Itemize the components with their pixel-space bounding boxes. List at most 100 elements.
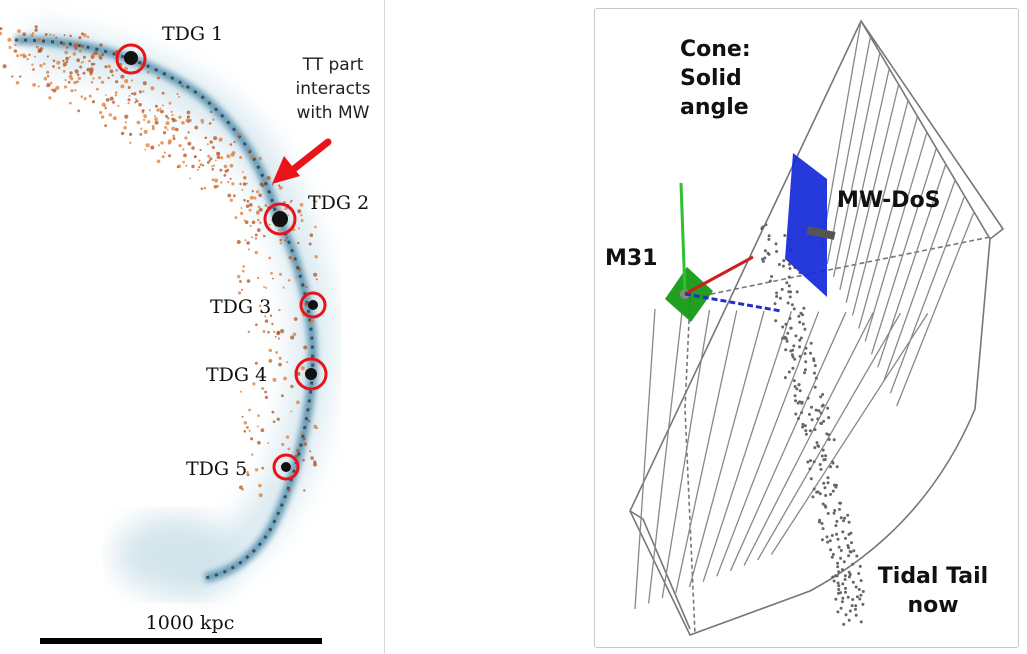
particle: [176, 166, 179, 169]
dot: [834, 485, 838, 489]
dot: [820, 522, 824, 525]
hatch-line: [634, 308, 656, 610]
particle: [161, 110, 164, 113]
dot: [822, 419, 826, 423]
dot: [859, 579, 863, 583]
particle: [69, 71, 73, 75]
particle: [37, 85, 40, 88]
particle: [257, 205, 260, 208]
dot: [823, 486, 827, 490]
particle: [265, 286, 268, 289]
particle: [262, 330, 266, 333]
tdg5-label: TDG 5: [186, 458, 247, 480]
particle: [251, 220, 256, 225]
particle: [99, 43, 103, 47]
dot: [829, 492, 832, 496]
dot: [831, 553, 835, 556]
particle: [220, 181, 223, 184]
dot: [803, 424, 807, 428]
annotation-line-2: interacts: [296, 79, 371, 99]
particle: [70, 89, 74, 93]
particle: [297, 267, 301, 271]
mw-dos-label: MW-DoS: [837, 188, 941, 213]
particle: [250, 155, 254, 160]
particle: [163, 151, 166, 154]
particle: [246, 471, 249, 474]
particle: [241, 188, 244, 191]
particle: [290, 335, 295, 340]
dot: [824, 505, 828, 509]
dot: [848, 550, 852, 553]
dot: [813, 385, 817, 389]
particle: [267, 442, 270, 445]
particle: [267, 330, 270, 334]
dot: [840, 600, 844, 604]
particle: [62, 42, 66, 46]
particle: [0, 31, 3, 36]
particle: [7, 37, 12, 42]
particle: [229, 198, 233, 202]
particle: [227, 193, 232, 198]
dot: [793, 357, 797, 361]
dot: [837, 588, 841, 591]
dot: [827, 416, 831, 420]
particle: [151, 126, 155, 131]
particle: [287, 279, 291, 282]
particle: [270, 271, 273, 275]
particle: [304, 302, 309, 307]
dot: [768, 279, 772, 283]
particle: [309, 233, 314, 237]
particle: [229, 143, 233, 146]
dot: [836, 537, 840, 541]
particle: [159, 107, 162, 110]
dot: [851, 580, 855, 584]
dot: [841, 582, 845, 586]
axis-red: [684, 255, 754, 296]
particle: [154, 117, 158, 121]
dot: [821, 403, 825, 407]
dot: [831, 461, 835, 465]
dot: [803, 371, 806, 375]
dot: [825, 535, 829, 539]
particle: [200, 187, 203, 190]
dot: [842, 622, 846, 626]
particle: [314, 255, 318, 259]
particle: [277, 330, 280, 334]
particle: [73, 80, 77, 85]
particle: [68, 55, 71, 58]
particle: [153, 115, 156, 118]
particle: [207, 154, 211, 158]
tdg2-circle: [263, 202, 297, 236]
particle: [157, 144, 161, 147]
particle: [13, 49, 18, 53]
particle: [295, 276, 298, 279]
dot: [821, 527, 825, 531]
particle: [28, 53, 31, 56]
particle: [256, 276, 260, 280]
particle: [166, 128, 169, 131]
dot: [787, 275, 791, 279]
dot: [770, 275, 774, 278]
particle: [34, 25, 38, 29]
particle: [175, 127, 179, 132]
particle: [136, 120, 141, 125]
dot: [820, 538, 824, 542]
particle: [299, 203, 304, 207]
particle: [213, 164, 216, 167]
particle: [245, 182, 248, 185]
particle: [161, 155, 165, 159]
particle: [315, 278, 318, 281]
dot: [775, 291, 779, 295]
particle: [292, 332, 297, 337]
particle: [26, 57, 29, 61]
dot: [847, 618, 851, 622]
dot: [848, 609, 852, 613]
particle: [256, 228, 261, 233]
dot: [798, 320, 802, 324]
dot: [775, 250, 779, 253]
dot: [830, 555, 834, 559]
particle: [185, 164, 188, 167]
particle: [77, 76, 82, 81]
particle: [115, 91, 118, 94]
particle: [287, 214, 290, 217]
